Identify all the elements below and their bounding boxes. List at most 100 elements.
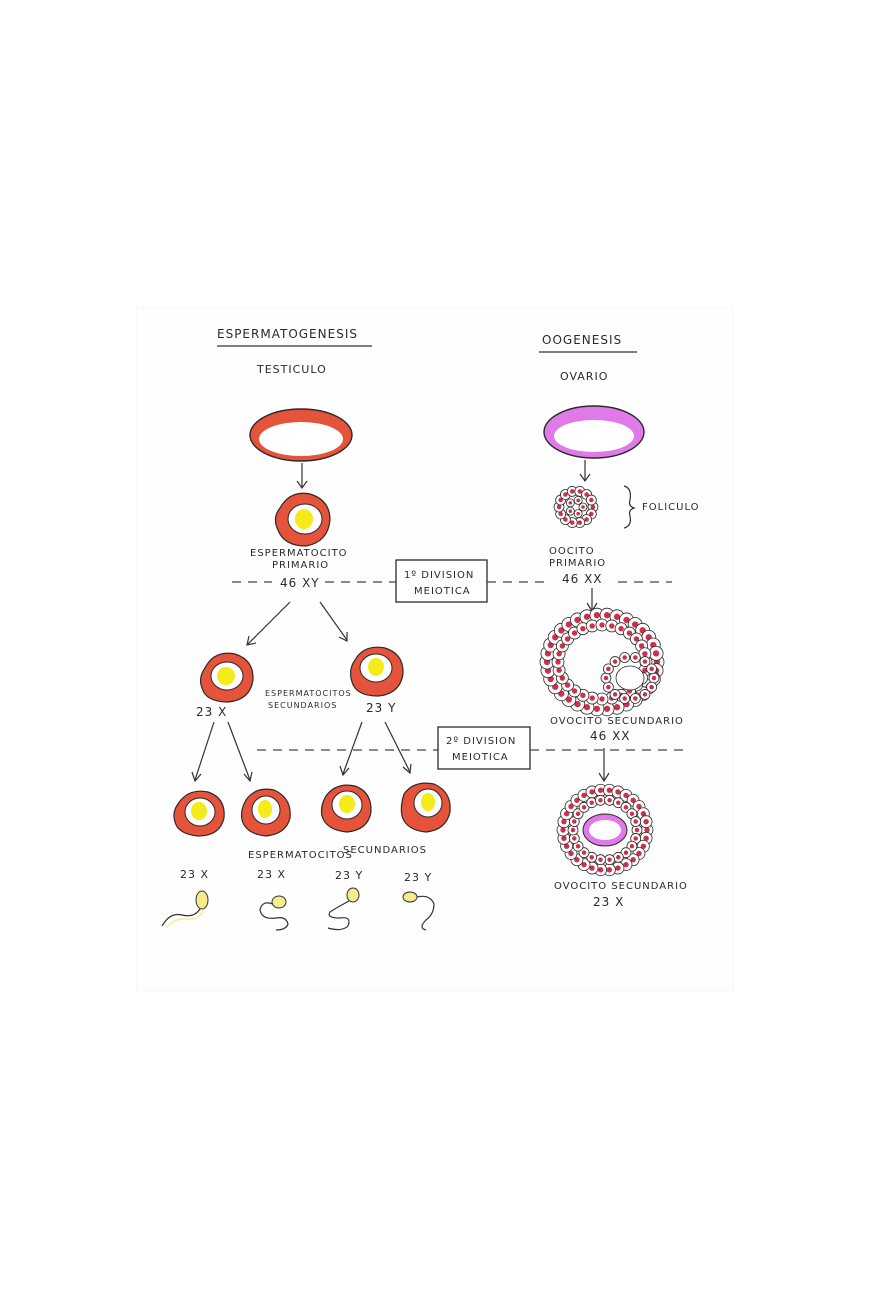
granulosa-cell-nucleus bbox=[618, 626, 623, 631]
corona-cell-nucleus bbox=[576, 812, 581, 817]
secondary-left-karyotype: 23 X bbox=[196, 705, 227, 719]
oocyte-primary-label-2: PRIMARIO bbox=[549, 558, 606, 569]
arrow-sec-left-b bbox=[228, 722, 250, 780]
cumulus-cell-nucleus bbox=[649, 685, 654, 690]
tertiary-label: ESPERMATOCITOS bbox=[248, 850, 353, 861]
spermatid-3 bbox=[322, 785, 372, 832]
corona-cell-nucleus bbox=[615, 865, 620, 870]
sperm-2-karyotype: 23 X bbox=[257, 868, 286, 881]
follicle-cell-nucleus bbox=[578, 520, 583, 525]
corona-cell-nucleus bbox=[598, 798, 603, 803]
corona-cell-nucleus bbox=[624, 805, 629, 810]
follicle-cell-nucleus bbox=[570, 520, 575, 525]
secondary-oocyte-karyotype: 46 XX bbox=[590, 729, 631, 743]
granulosa-cell-nucleus bbox=[604, 612, 610, 618]
granulosa-cell-nucleus bbox=[599, 696, 604, 701]
cumulus-cell-nucleus bbox=[613, 692, 618, 697]
ovary-organ bbox=[544, 406, 644, 458]
corona-cell-nucleus bbox=[624, 850, 629, 855]
ovary-label: OVARIO bbox=[560, 370, 608, 383]
granulosa-cell-nucleus bbox=[572, 630, 577, 635]
spermatid-1 bbox=[174, 791, 224, 836]
primordial-follicle bbox=[554, 486, 598, 527]
corona-cell-nucleus bbox=[644, 827, 649, 832]
follicle-cell-nucleus bbox=[581, 505, 585, 509]
granulosa-cell-nucleus bbox=[584, 614, 590, 620]
sperm-1-karyotype: 23 X bbox=[180, 868, 209, 881]
tertiary-label-2: SECUNDARIOS bbox=[343, 845, 427, 856]
follicle-brace bbox=[624, 486, 634, 528]
corona-cell-nucleus bbox=[582, 805, 587, 810]
first-division-label-2: MEIOTICA bbox=[414, 586, 471, 597]
corona-cell-nucleus bbox=[576, 844, 581, 849]
arrow-sec-right-a bbox=[343, 722, 362, 774]
corona-cell-nucleus bbox=[560, 827, 565, 832]
final-oocyte bbox=[557, 784, 653, 876]
follicle-cell-nucleus bbox=[589, 498, 594, 503]
granulosa-cell-nucleus bbox=[604, 706, 610, 712]
granulosa-cell-nucleus bbox=[609, 623, 614, 628]
granulosa-cell-nucleus bbox=[580, 693, 585, 698]
arrow-primary-to-secondary-right bbox=[320, 602, 347, 640]
follicle-cell-nucleus bbox=[563, 492, 568, 497]
granulosa-cell-nucleus bbox=[642, 651, 647, 656]
secondary-spermatocytes-label: ESPERMATOCITOS bbox=[265, 689, 352, 698]
testis-label: TESTICULO bbox=[256, 363, 327, 376]
spermatid-2 bbox=[242, 789, 291, 836]
granulosa-cell-nucleus bbox=[627, 630, 632, 635]
corona-cell-nucleus bbox=[598, 867, 603, 872]
oocyte-primary-karyotype: 46 XX bbox=[562, 572, 603, 586]
corona-cell-nucleus bbox=[607, 788, 612, 793]
cumulus-cell-nucleus bbox=[622, 696, 627, 701]
corona-cell-nucleus bbox=[635, 828, 640, 833]
granulosa-cell-nucleus bbox=[653, 650, 659, 656]
cumulus-cell-nucleus bbox=[652, 676, 657, 681]
corona-cell-nucleus bbox=[561, 836, 566, 841]
cumulus-cell-nucleus bbox=[643, 692, 648, 697]
corona-cell-nucleus bbox=[607, 798, 612, 803]
follicle-cell-nucleus bbox=[569, 501, 573, 505]
oocyte-primary-label: OOCITO bbox=[549, 546, 595, 557]
corona-cell-nucleus bbox=[633, 836, 638, 841]
primary-spermatocyte-label: ESPERMATOCITO bbox=[250, 548, 348, 559]
granulosa-cell-nucleus bbox=[594, 706, 600, 712]
testis-organ bbox=[250, 409, 352, 461]
final-oocyte-label: OVOCITO SECUNDARIO bbox=[554, 881, 688, 892]
granulosa-cell-nucleus bbox=[580, 626, 585, 631]
spermatid-4 bbox=[401, 783, 450, 832]
granulosa-cell-nucleus bbox=[599, 622, 604, 627]
corona-cell-nucleus bbox=[633, 819, 638, 824]
cumulus-cell-nucleus bbox=[633, 655, 638, 660]
corona-cell-nucleus bbox=[616, 800, 621, 805]
cumulus-cell-nucleus bbox=[606, 667, 611, 672]
corona-cell-nucleus bbox=[589, 800, 594, 805]
spermatogenesis-title: ESPERMATOGENESIS bbox=[217, 327, 358, 341]
cumulus-cell-nucleus bbox=[613, 659, 618, 664]
cumulus-cell-nucleus bbox=[633, 696, 638, 701]
follicle-cell-nucleus bbox=[584, 517, 589, 522]
granulosa-cell-nucleus bbox=[614, 704, 620, 710]
corona-cell-nucleus bbox=[598, 788, 603, 793]
corona-cell-nucleus bbox=[643, 819, 648, 824]
corona-cell-nucleus bbox=[630, 812, 635, 817]
corona-cell-nucleus bbox=[572, 819, 577, 824]
cumulus-cell-nucleus bbox=[649, 667, 654, 672]
corona-cell-nucleus bbox=[589, 855, 594, 860]
corona-cell-nucleus bbox=[616, 855, 621, 860]
granulosa-cell-nucleus bbox=[590, 623, 595, 628]
follicle-cell-nucleus bbox=[570, 489, 575, 494]
corona-cell-nucleus bbox=[571, 828, 576, 833]
corona-cell-nucleus bbox=[572, 836, 577, 841]
follicle-cell-nucleus bbox=[576, 512, 580, 516]
cumulus-cell-nucleus bbox=[643, 659, 648, 664]
secondary-oocyte-label: OVOCITO SECUNDARIO bbox=[550, 716, 684, 727]
arrow-sec-right-b bbox=[385, 722, 410, 772]
primary-spermatocyte-karyotype: 46 XY bbox=[280, 576, 320, 590]
sperm-3 bbox=[328, 888, 359, 930]
cumulus-cell-nucleus bbox=[604, 676, 609, 681]
follicle-label: FOLICULO bbox=[642, 502, 700, 513]
sperm-2 bbox=[260, 896, 288, 930]
sperm-4 bbox=[403, 892, 434, 930]
follicle-cell-nucleus bbox=[578, 489, 583, 494]
